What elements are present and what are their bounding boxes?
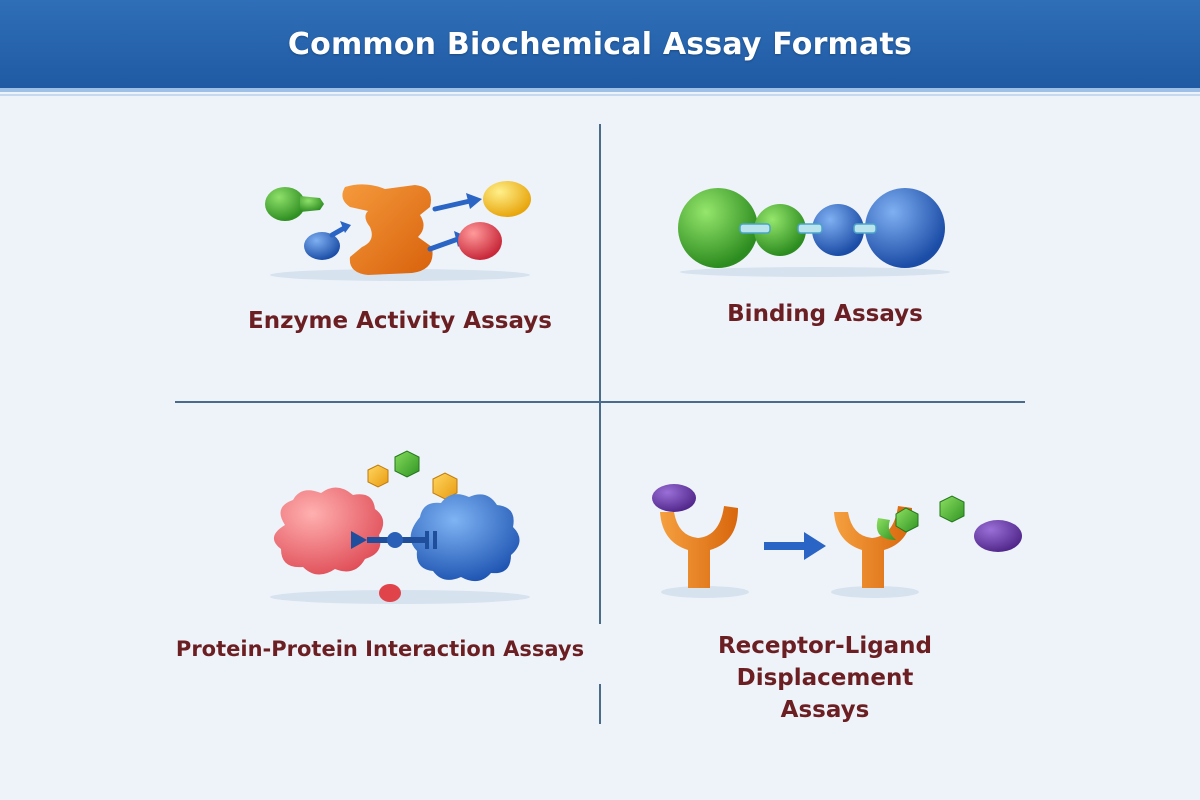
caption-receptor-ligand-line2: Assays	[780, 697, 870, 723]
header-rule-thin	[0, 94, 1200, 96]
caption-binding: Binding Assays	[727, 301, 923, 327]
caption-enzyme-activity: Enzyme Activity Assays	[248, 308, 552, 334]
horizontal-divider	[175, 401, 1025, 403]
enzyme-substrate-icon	[265, 181, 531, 281]
caption-receptor-ligand: Receptor-Ligand Displacement Assays	[630, 630, 1020, 726]
protein-complex-icon	[270, 450, 530, 604]
caption-protein-protein: Protein-Protein Interaction Assays	[175, 637, 585, 661]
caption-receptor-ligand-line1: Receptor-Ligand Displacement	[717, 633, 933, 691]
vertical-divider-tail	[599, 684, 601, 724]
header-rule	[0, 88, 1200, 92]
vertical-divider	[599, 124, 601, 624]
binding-chain-icon	[678, 188, 950, 277]
receptor-ligand-icon	[652, 484, 1022, 598]
page-title: Common Biochemical Assay Formats	[287, 26, 913, 62]
header-bar: Common Biochemical Assay Formats	[0, 0, 1200, 88]
